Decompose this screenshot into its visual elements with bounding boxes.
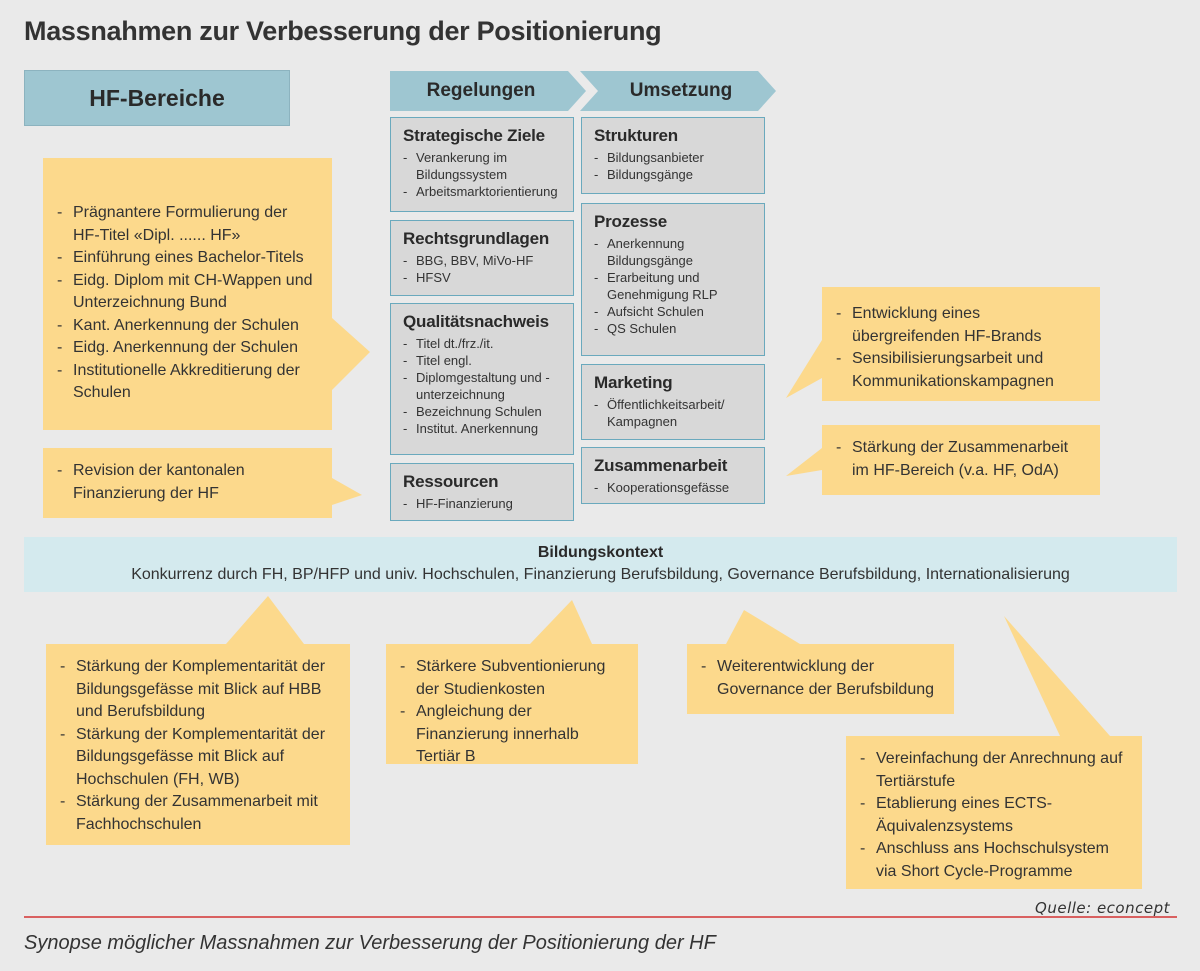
box-item: Erarbeitung und Genehmigung RLP [594, 269, 752, 303]
box-title: Strategische Ziele [403, 126, 545, 145]
bubble-item: Stärkung der Zusammenarbeit mit Fachhoch… [60, 791, 336, 836]
bubble-anrechnung: Vereinfachung der Anrechnung auf Tertiär… [846, 736, 1142, 889]
umsetzung-arrow: Umsetzung [580, 71, 780, 111]
box-strukturen: Strukturen Bildungsanbieter Bildungsgäng… [581, 117, 765, 194]
bubble-item: Entwicklung eines übergreifenden HF-Bran… [836, 303, 1086, 348]
bubble-item: Stärkung der Komplementarität der Bildun… [60, 724, 336, 792]
bildungskontext-bar: Bildungskontext Konkurrenz durch FH, BP/… [24, 537, 1177, 592]
page-title: Massnahmen zur Verbesserung der Position… [24, 16, 662, 46]
box-title: Ressourcen [403, 472, 499, 491]
chevron-arrow-shape [390, 71, 586, 111]
box-strategische-ziele: Strategische Ziele Verankerung im Bildun… [390, 117, 574, 212]
box-item: QS Schulen [594, 320, 752, 337]
bubble-governance: Weiterentwicklung der Governance der Ber… [687, 644, 954, 714]
box-item: Aufsicht Schulen [594, 303, 752, 320]
box-title: Strukturen [594, 126, 678, 145]
regelungen-label: Regelungen [426, 80, 536, 101]
bubble-komplementaritaet: Stärkung der Komplementarität der Bildun… [46, 644, 350, 845]
bubble-item: Stärkere Subventionierung der Studienkos… [400, 656, 624, 701]
context-title: Bildungskontext [537, 544, 664, 561]
box-title: Prozesse [594, 212, 668, 231]
box-title: Rechtsgrundlagen [403, 229, 550, 248]
bubble-item: Vereinfachung der Anrechnung auf Tertiär… [860, 748, 1128, 793]
bubble-item: Anschluss ans Hochschulsystem via Short … [860, 838, 1128, 883]
bubble-item: Institutionelle Akkreditierung der Schul… [57, 360, 318, 405]
box-item: Diplomgestaltung und -unterzeichnung [403, 369, 561, 403]
bubble-zusammenarbeit: Stärkung der Zusammenarbeit im HF-Bereic… [822, 425, 1100, 495]
bubble-item: Etablierung eines ECTS-Äquivalenzsystems [860, 793, 1128, 838]
hf-bereiche-header: HF-Bereiche [24, 70, 290, 126]
bubble-item: Prägnantere Formulierung der HF-Titel «D… [57, 202, 318, 247]
box-item: Arbeitsmarktorientierung [403, 183, 561, 200]
box-item: Titel engl. [403, 352, 561, 369]
bubble-item: Einführung eines Bachelor-Titels [57, 247, 318, 270]
box-item: Bildungsanbieter [594, 149, 752, 166]
bubble-item: Sensibilisierungsarbeit und Kommunikatio… [836, 348, 1086, 393]
bubble-finanzierung: Revision der kantonalen Finanzierung der… [43, 448, 332, 518]
box-qualitaetsnachweis: Qualitätsnachweis Titel dt./frz./it. Tit… [390, 303, 574, 455]
divider-line [24, 916, 1177, 918]
bubble-item: Stärkung der Zusammenarbeit im HF-Bereic… [836, 437, 1086, 482]
box-zusammenarbeit: Zusammenarbeit Kooperationsgefässe [581, 447, 765, 504]
box-item: Institut. Anerkennung [403, 420, 561, 437]
box-item: BBG, BBV, MiVo-HF [403, 252, 561, 269]
box-item: Öffentlichkeitsarbeit/ Kampagnen [594, 396, 752, 430]
regelungen-arrow: Regelungen [390, 71, 590, 111]
box-marketing: Marketing Öffentlichkeitsarbeit/ Kampagn… [581, 364, 765, 440]
bubble-item: Eidg. Anerkennung der Schulen [57, 337, 318, 360]
box-item: Titel dt./frz./it. [403, 335, 561, 352]
bubble-item: Weiterentwicklung der Governance der Ber… [701, 656, 940, 701]
chevron-arrow-shape [580, 71, 776, 111]
box-item: Kooperationsgefässe [594, 479, 752, 496]
bubble-item: Kant. Anerkennung der Schulen [57, 315, 318, 338]
box-rechtsgrundlagen: Rechtsgrundlagen BBG, BBV, MiVo-HF HFSV [390, 220, 574, 296]
box-title: Qualitätsnachweis [403, 312, 549, 331]
figure-caption: Synopse möglicher Massnahmen zur Verbess… [24, 932, 716, 954]
box-ressourcen: Ressourcen HF-Finanzierung [390, 463, 574, 521]
umsetzung-label: Umsetzung [629, 80, 733, 101]
bubble-hf-brand: Entwicklung eines übergreifenden HF-Bran… [822, 287, 1100, 401]
bubble-hf-titel: Prägnantere Formulierung der HF-Titel «D… [43, 158, 332, 430]
box-title: Marketing [594, 373, 673, 392]
box-item: Verankerung im Bildungssystem [403, 149, 561, 183]
bubble-item: Angleichung der Finanzierung innerhalb T… [400, 701, 624, 769]
box-title: Zusammenarbeit [594, 456, 728, 475]
box-prozesse: Prozesse Anerkennung Bildungsgänge Erarb… [581, 203, 765, 356]
box-item: Anerkennung Bildungsgänge [594, 235, 752, 269]
bubble-subventionierung: Stärkere Subventionierung der Studienkos… [386, 644, 638, 765]
bubble-item: Revision der kantonalen Finanzierung der… [57, 460, 318, 505]
box-item: Bildungsgänge [594, 166, 752, 183]
bubble-item: Eidg. Diplom mit CH-Wappen und Unterzeic… [57, 270, 318, 315]
source-note: Quelle: econcept [1035, 899, 1170, 917]
context-text: Konkurrenz durch FH, BP/HFP und univ. Ho… [131, 566, 1070, 583]
box-item: HF-Finanzierung [403, 495, 561, 512]
bubble-item: Stärkung der Komplementarität der Bildun… [60, 656, 336, 724]
box-item: Bezeichnung Schulen [403, 403, 561, 420]
box-item: HFSV [403, 269, 561, 286]
